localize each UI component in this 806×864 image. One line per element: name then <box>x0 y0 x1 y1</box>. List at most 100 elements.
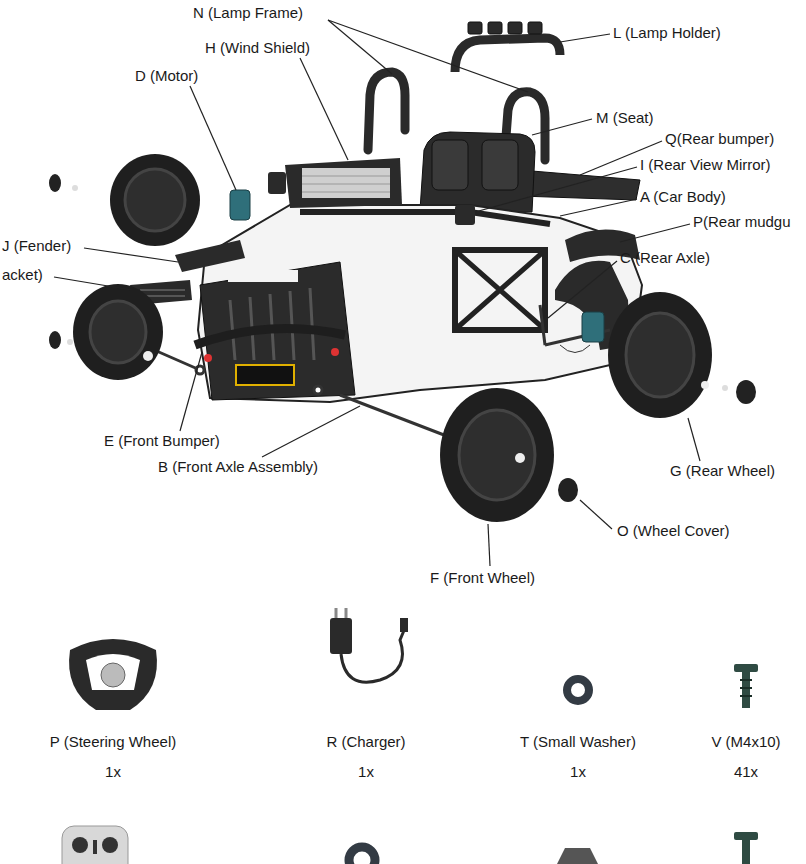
screw-icon <box>734 832 758 840</box>
wheel <box>110 154 200 246</box>
washer-icon <box>567 679 589 701</box>
leader-line <box>262 406 360 457</box>
front-grille <box>204 354 212 362</box>
remote-control-icon <box>62 826 128 864</box>
wheel-cover <box>49 331 61 349</box>
part-label: A (Car Body) <box>640 188 726 206</box>
remote-control-icon <box>72 837 88 853</box>
part-label: D (Motor) <box>135 67 198 85</box>
part-label: Q(Rear bumper) <box>665 130 774 148</box>
wheel <box>73 284 163 380</box>
wheel-cover <box>72 185 78 191</box>
wheel <box>515 453 525 463</box>
leader-line <box>560 199 637 216</box>
part-label: E (Front Bumper) <box>104 432 220 450</box>
leader-line <box>688 418 700 461</box>
front-grille <box>236 365 294 385</box>
washer-icon <box>349 847 375 864</box>
wheel-cover <box>558 478 578 502</box>
screw-icon <box>734 664 758 672</box>
quantity-label: 1x <box>105 763 121 781</box>
wheel <box>440 388 554 522</box>
motor <box>560 345 590 353</box>
motor <box>230 190 604 353</box>
part-label: B (Front Axle Assembly) <box>158 458 318 476</box>
part-label: C (Rear Axle) <box>620 249 710 267</box>
part-label: H (Wind Shield) <box>205 39 310 57</box>
charger-icon <box>330 608 408 682</box>
wheel-cover <box>736 380 756 404</box>
part-label: G (Rear Wheel) <box>670 462 775 480</box>
lamp-holder <box>528 22 542 34</box>
axle <box>540 305 610 345</box>
steering-wheel-icon <box>69 639 157 710</box>
remote-control-icon <box>62 826 128 864</box>
remote-control-icon <box>93 840 97 854</box>
part-name: R (Charger) <box>326 733 405 751</box>
screw-icon <box>742 840 750 864</box>
wheel-cover <box>49 174 61 192</box>
wheel-cover <box>49 174 756 502</box>
part-label: P(Rear mudgu <box>693 213 791 231</box>
wheel-cover <box>722 385 728 391</box>
nut-icon <box>557 848 598 864</box>
part-label: N (Lamp Frame) <box>193 4 303 22</box>
part-label: O (Wheel Cover) <box>617 522 730 540</box>
seat <box>432 140 468 190</box>
wheel-cover <box>67 339 73 345</box>
leader-line <box>328 20 392 74</box>
seat <box>482 140 518 190</box>
quantity-label: 41x <box>734 763 758 781</box>
charger-icon <box>330 618 352 654</box>
part-label: acket) <box>2 266 43 284</box>
lamp-holder <box>508 22 522 34</box>
motor <box>582 312 604 342</box>
leader-line <box>328 20 528 92</box>
front-grille <box>195 328 345 345</box>
leader-line <box>548 261 617 318</box>
part-name: V (M4x10) <box>711 733 780 751</box>
leader-line <box>180 352 202 431</box>
leader-line <box>580 500 612 529</box>
wind-shield <box>302 176 390 192</box>
rear-view-mirror <box>268 172 475 225</box>
leader-line <box>488 524 490 566</box>
fender <box>130 240 245 305</box>
screw-icon <box>742 672 750 708</box>
rear-view-mirror <box>455 205 475 225</box>
leader-line <box>84 248 178 262</box>
screw-icon <box>734 832 758 864</box>
part-label: L (Lamp Holder) <box>613 24 721 42</box>
quantity-label: 1x <box>570 763 586 781</box>
nut-icon <box>557 848 598 864</box>
part-label: I (Rear View Mirror) <box>640 156 771 174</box>
lamp-holder <box>468 22 482 34</box>
leader-line <box>300 58 348 160</box>
motor <box>230 190 250 220</box>
wind-shield <box>302 168 390 198</box>
wheel <box>73 154 712 522</box>
leader-line <box>54 20 700 566</box>
leader-line <box>475 167 637 212</box>
part-label: J (Fender) <box>2 237 71 255</box>
car-body <box>300 212 550 224</box>
wheel <box>608 292 712 418</box>
wheel <box>125 169 185 231</box>
steering-wheel-icon <box>69 639 157 710</box>
screw-icon <box>740 680 752 696</box>
lamp-holder <box>488 22 502 34</box>
lamp-frame <box>368 72 405 150</box>
wheel <box>459 410 535 500</box>
lamp-holder <box>455 22 560 72</box>
wind-shield <box>285 158 402 208</box>
car-body <box>458 253 542 327</box>
charger-icon <box>336 608 346 618</box>
quantity-label: 1x <box>358 763 374 781</box>
steering-wheel-icon <box>86 654 140 690</box>
washer-icon <box>349 847 375 864</box>
part-name: T (Small Washer) <box>520 733 636 751</box>
leader-line <box>532 119 592 135</box>
part-name: P (Steering Wheel) <box>50 733 176 751</box>
rear-view-mirror <box>268 172 286 194</box>
